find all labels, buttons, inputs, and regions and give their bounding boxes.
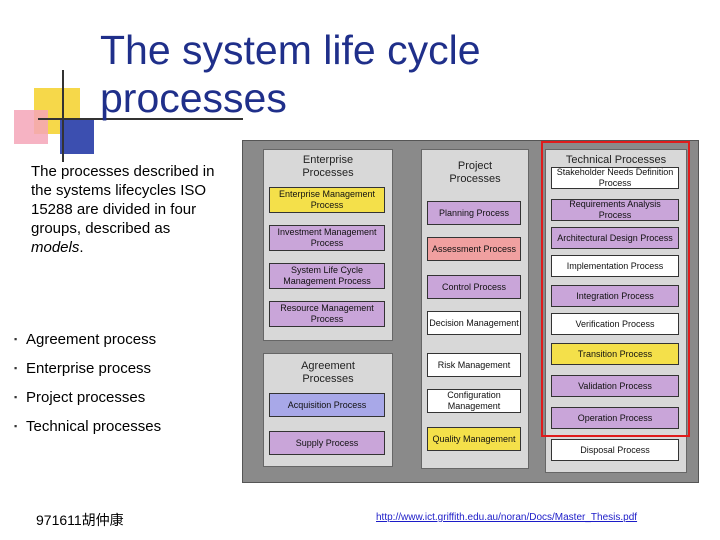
process-box: Disposal Process xyxy=(551,439,679,461)
bullet-item: Technical processes xyxy=(14,412,234,441)
process-box: Assessment Process xyxy=(427,237,521,261)
intro-text: The processes described in the systems l… xyxy=(31,163,215,237)
bullet-item: Enterprise process xyxy=(14,354,234,383)
process-box: Integration Process xyxy=(551,285,679,307)
decor-square-pink xyxy=(14,110,48,144)
process-box: Transition Process xyxy=(551,343,679,365)
intro-emphasis: models xyxy=(31,239,80,256)
process-diagram: Enterprise Processes Enterprise Manageme… xyxy=(242,140,699,483)
bullet-item: Agreement process xyxy=(14,325,234,354)
process-box: Requirements Analysis Process xyxy=(551,199,679,221)
process-box: Planning Process xyxy=(427,201,521,225)
process-box: Enterprise Management Process xyxy=(269,187,385,213)
slide-title: The system life cycle processes xyxy=(100,27,481,121)
source-link[interactable]: http://www.ict.griffith.edu.au/noran/Doc… xyxy=(376,512,638,523)
process-box: Implementation Process xyxy=(551,255,679,277)
decor-square-blue xyxy=(60,120,94,154)
process-box: Configuration Management xyxy=(427,389,521,413)
process-box: System Life Cycle Management Process xyxy=(269,263,385,289)
agreement-panel-label: Agreement Processes xyxy=(301,360,355,385)
process-box: Investment Management Process xyxy=(269,225,385,251)
enterprise-panel-label: Enterprise Processes xyxy=(302,154,354,179)
technical-panel-label: Technical Processes xyxy=(565,154,667,166)
decor-horizontal-line xyxy=(38,118,243,120)
process-box: Supply Process xyxy=(269,431,385,455)
bullet-list: Agreement process Enterprise process Pro… xyxy=(14,325,234,441)
process-box: Quality Management xyxy=(427,427,521,451)
process-box: Verification Process xyxy=(551,313,679,335)
process-box: Decision Management xyxy=(427,311,521,335)
process-box: Operation Process xyxy=(551,407,679,429)
project-panel-label: Project Processes xyxy=(449,160,501,185)
footer-author: 971611胡仲康 xyxy=(36,512,124,528)
technical-highlight-box xyxy=(541,141,690,437)
project-panel: Project Processes xyxy=(421,149,529,469)
intro-paragraph: The processes described in the systems l… xyxy=(31,162,221,257)
process-box: Risk Management xyxy=(427,353,521,377)
process-box: Control Process xyxy=(427,275,521,299)
decor-vertical-line xyxy=(62,70,64,162)
process-box: Acquisition Process xyxy=(269,393,385,417)
bullet-item: Project processes xyxy=(14,383,234,412)
process-box: Architectural Design Process xyxy=(551,227,679,249)
intro-end: . xyxy=(79,239,84,256)
process-box: Stakeholder Needs Definition Process xyxy=(551,167,679,189)
process-box: Resource Management Process xyxy=(269,301,385,327)
process-box: Validation Process xyxy=(551,375,679,397)
